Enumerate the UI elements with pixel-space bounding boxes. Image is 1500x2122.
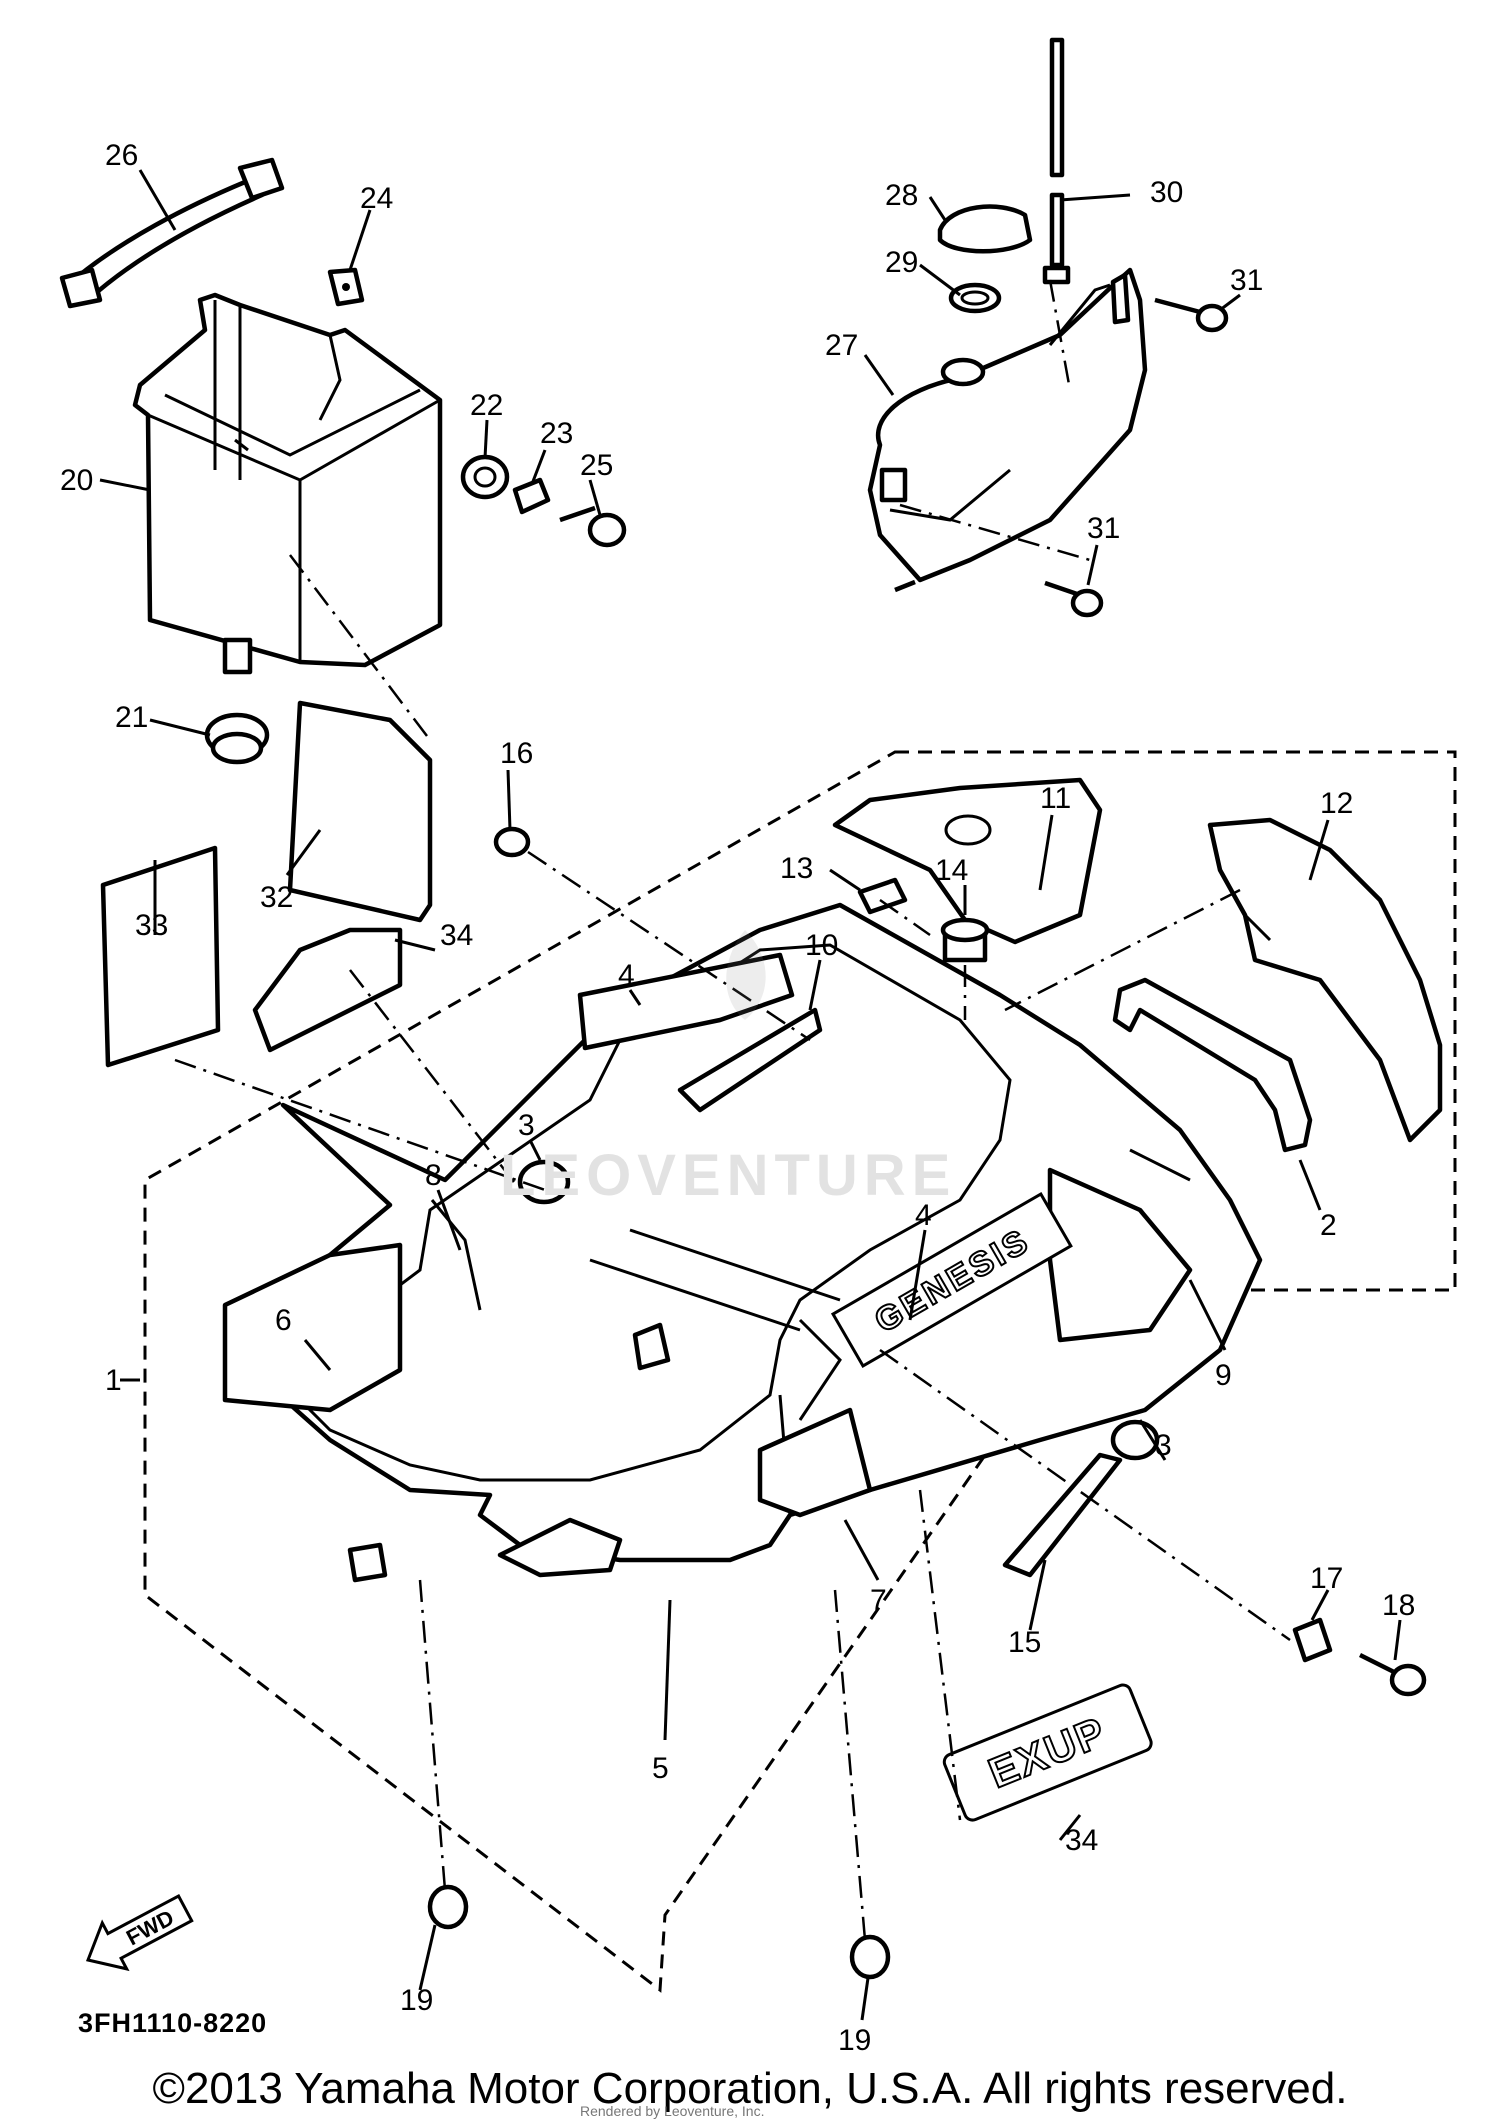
part-hose bbox=[1042, 37, 1071, 285]
part-trim-strip bbox=[1112, 977, 1313, 1153]
leader-lines bbox=[99, 169, 1402, 2021]
callout-20: 20 bbox=[60, 464, 93, 497]
callout-25: 25 bbox=[580, 449, 613, 482]
callout-5: 5 bbox=[652, 1752, 669, 1785]
part-collar-17 bbox=[1292, 1617, 1333, 1663]
callout-6: 6 bbox=[275, 1304, 292, 1337]
watermark-footer: Rendered by Leoventure, Inc. bbox=[580, 2103, 765, 2119]
part-cover-plate bbox=[287, 700, 433, 923]
alignment-line bbox=[527, 850, 811, 1042]
callout-14: 14 bbox=[935, 854, 968, 887]
part-bracket bbox=[327, 267, 365, 307]
part-damper-19-right bbox=[849, 1934, 891, 1980]
copyright-notice: ©2013 Yamaha Motor Corporation, U.S.A. A… bbox=[152, 2064, 1348, 2113]
callout-22: 22 bbox=[470, 389, 503, 422]
part-cap bbox=[937, 204, 1033, 254]
alignment-line bbox=[1004, 888, 1241, 1012]
part-decal-8 bbox=[430, 1199, 482, 1311]
part-decal-4-upper bbox=[577, 952, 795, 1051]
alignment-line bbox=[879, 1348, 1291, 1642]
callout-11: 11 bbox=[1040, 782, 1071, 815]
callout-26: 26 bbox=[105, 139, 138, 172]
callout-31-lower: 31 bbox=[1087, 512, 1120, 545]
part-decal-9 bbox=[1129, 1148, 1191, 1182]
callout-19-right: 19 bbox=[838, 2024, 871, 2057]
part-damper bbox=[204, 712, 270, 765]
part-bolt-16 bbox=[493, 826, 531, 858]
callout-34-upper: 34 bbox=[440, 919, 473, 952]
decal-exup: EXUP bbox=[942, 1683, 1153, 1822]
callout-8: 8 bbox=[425, 1159, 442, 1192]
alignment-line bbox=[1048, 279, 1072, 391]
part-seat-cowl: GENESIS bbox=[277, 902, 1263, 1578]
watermark: LEOVENTURE bbox=[500, 1143, 956, 1208]
part-side-cover-right bbox=[1207, 817, 1443, 1143]
callout-32: 32 bbox=[260, 881, 293, 914]
part-small-bracket bbox=[252, 927, 403, 1053]
part-piece-15 bbox=[1002, 1452, 1123, 1578]
part-small-decal bbox=[857, 877, 908, 915]
diagram-code: 3FH1110-8220 bbox=[78, 2008, 268, 2038]
callout-29: 29 bbox=[885, 246, 918, 279]
part-rear-cowl bbox=[832, 777, 1103, 945]
part-grommet-14 bbox=[940, 917, 990, 963]
watermark-flame-icon bbox=[726, 930, 766, 1020]
callout-28: 28 bbox=[885, 179, 918, 212]
callout-33: 33 bbox=[135, 909, 168, 942]
callout-1: 1 bbox=[105, 1364, 122, 1397]
callout-23: 23 bbox=[540, 417, 573, 450]
alignment-line bbox=[879, 898, 931, 937]
callout-18: 18 bbox=[1382, 1589, 1415, 1622]
part-grommet bbox=[460, 454, 510, 500]
alignment-line bbox=[899, 503, 1091, 562]
callout-4-upper: 4 bbox=[618, 959, 635, 992]
callout-10: 10 bbox=[805, 929, 838, 962]
part-battery-box bbox=[132, 292, 443, 675]
part-bolt bbox=[559, 505, 627, 548]
alignment-line bbox=[833, 1589, 867, 1941]
callout-17: 17 bbox=[1310, 1562, 1343, 1595]
callout-16: 16 bbox=[500, 737, 533, 770]
part-decal-6 bbox=[222, 1242, 403, 1413]
part-decal-10 bbox=[677, 1007, 823, 1113]
callout-labels: 26 24 20 22 23 25 21 32 34 33 16 28 29 3… bbox=[60, 139, 1415, 2057]
callout-24: 24 bbox=[360, 182, 393, 215]
part-bolt-18 bbox=[1358, 1652, 1427, 1697]
callout-13: 13 bbox=[780, 852, 813, 885]
part-seal bbox=[948, 282, 1002, 314]
callout-3-lower: 3 bbox=[1155, 1429, 1172, 1462]
assembly-boundary bbox=[143, 750, 1457, 1993]
part-bracket-3-lower bbox=[1110, 1419, 1160, 1461]
callout-4-lower: 4 bbox=[915, 1199, 932, 1232]
alignment-line bbox=[918, 1489, 962, 1821]
callout-19-left: 19 bbox=[400, 1984, 433, 2017]
part-damper-19-left bbox=[427, 1884, 469, 1930]
callout-3-upper: 3 bbox=[518, 1109, 535, 1142]
callout-15: 15 bbox=[1008, 1626, 1041, 1659]
part-bolt-upper bbox=[1154, 297, 1229, 333]
callout-7: 7 bbox=[870, 1584, 887, 1617]
callout-12: 12 bbox=[1320, 787, 1353, 820]
fwd-arrow-icon: FWD bbox=[85, 1893, 194, 1972]
callout-30: 30 bbox=[1150, 176, 1183, 209]
part-strap bbox=[59, 157, 285, 309]
callout-9: 9 bbox=[1215, 1359, 1232, 1392]
part-label bbox=[100, 845, 221, 1068]
part-bolt-lower bbox=[1044, 580, 1104, 618]
alignment-line bbox=[418, 1579, 447, 1891]
alignment-line bbox=[174, 1058, 546, 1192]
part-bracket-3-upper bbox=[517, 1159, 571, 1205]
callout-21: 21 bbox=[115, 701, 148, 734]
part-oil-tank bbox=[867, 267, 1148, 593]
alignment-line bbox=[349, 969, 521, 1191]
part-collar bbox=[512, 477, 551, 515]
part-connector bbox=[347, 1322, 671, 1583]
callout-34-lower: 34 bbox=[1065, 1824, 1098, 1857]
callout-31-upper: 31 bbox=[1230, 264, 1263, 297]
callout-2: 2 bbox=[1320, 1209, 1337, 1242]
callout-27: 27 bbox=[825, 329, 858, 362]
